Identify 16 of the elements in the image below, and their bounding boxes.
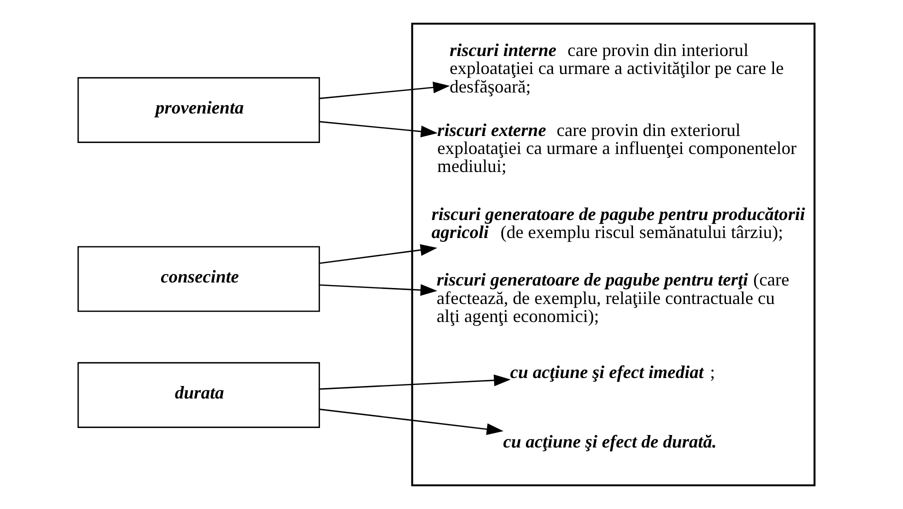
node-text: cu acţiune şi efect de durată.: [503, 432, 717, 452]
node-box: consecinte: [78, 246, 320, 312]
arrow: [320, 82, 450, 100]
node-text: riscuri generatoare de pagube pentru producătorii agricoli (de exemplu riscul semănatului târziu);: [432, 204, 806, 242]
cluster: [411, 22, 816, 486]
node-box: provenienta: [78, 77, 320, 143]
arrow: [320, 374, 511, 390]
node-text: riscuri generatoare de pagube pentru terţi (care afectează, de exemplu, relaţiile contractuale cu alţi agenţi economici);: [436, 270, 790, 326]
arrow: [320, 121, 438, 138]
arrow: [320, 244, 438, 264]
arrow: [320, 408, 504, 435]
arrow: [320, 284, 438, 296]
node-text: riscuri interne care provin din interiorul exploataţiei ca urmare a activităţilor pe care le desfăşoară;: [450, 40, 784, 96]
node-text: riscuri externe care provin din exteriorul exploataţiei ca urmare a influenţei componentelor mediului;: [437, 120, 797, 176]
node-box: durata: [78, 362, 320, 428]
node-text: cu acţiune şi efect imediat;: [510, 362, 716, 382]
